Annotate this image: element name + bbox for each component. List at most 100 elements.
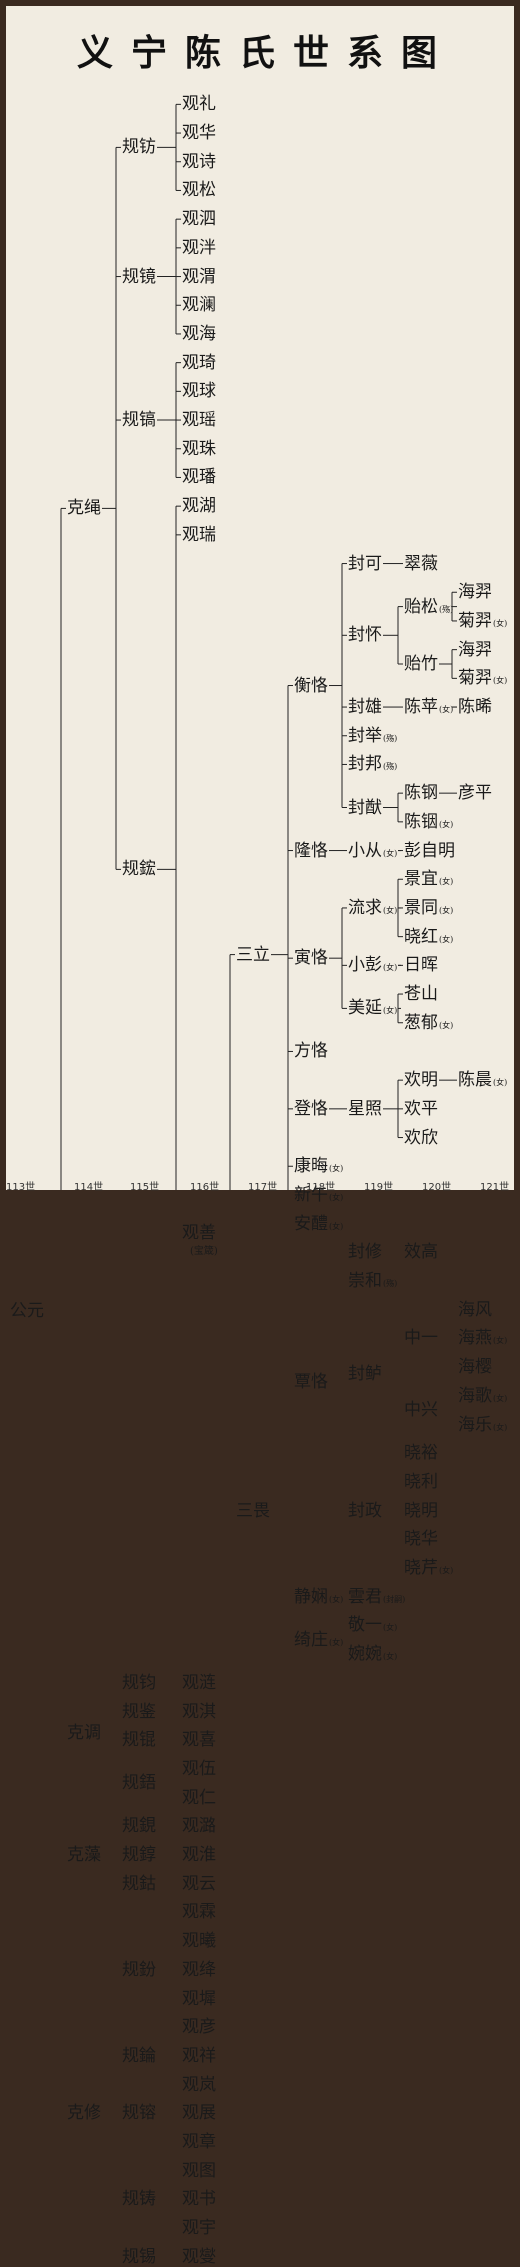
person-name: 登恪 — [294, 1098, 328, 1119]
person-name: 衡恪 — [294, 675, 328, 696]
person-name: 观仁 — [182, 1787, 216, 1808]
person-node: 封修 — [348, 1242, 382, 1262]
person-name: 观霖 — [182, 1902, 216, 1923]
person-name: 晓裕 — [404, 1443, 438, 1464]
person-node: 观珠 — [182, 439, 216, 459]
person-name: 规鈷 — [122, 1873, 156, 1894]
person-name: 雲君 — [348, 1586, 382, 1607]
generation-label: 121世 — [480, 1182, 510, 1193]
person-name: 观淇 — [182, 1701, 216, 1722]
person-node: 观泗 — [182, 209, 216, 229]
person-tag: (女) — [493, 618, 508, 628]
person-node: 封鲈 — [348, 1364, 382, 1384]
person-name: 克调 — [67, 1723, 101, 1744]
person-node: 陈晨(女) — [458, 1070, 507, 1093]
person-name: 海羿 — [458, 582, 492, 603]
person-node: 观霖 — [182, 1902, 216, 1922]
person-name: 封修 — [348, 1242, 382, 1263]
person-tag: (殇) — [383, 1279, 398, 1289]
person-name: 观展 — [182, 2103, 216, 2124]
person-node: 观宇 — [182, 2218, 216, 2238]
person-node: 欢欣 — [404, 1128, 438, 1148]
person-node: 规镐 — [122, 410, 156, 430]
person-node: 崇和(殇) — [348, 1271, 397, 1294]
person-name: 观祥 — [182, 2045, 216, 2066]
person-name: 晓利 — [404, 1471, 438, 1492]
person-name: 观诗 — [182, 151, 216, 172]
person-name: 三畏 — [236, 1500, 270, 1521]
person-node: 海羿 — [458, 640, 492, 660]
person-node: 星照 — [348, 1099, 382, 1119]
paper-background: 义宁陈氏世系图 公元克绳规钫观礼观华观诗观松规镜观泗观泮观渭观澜观海规镐观琦观球… — [6, 6, 514, 2267]
person-name: 中兴 — [404, 1400, 438, 1421]
person-name: 克修 — [67, 2103, 101, 2124]
person-tag: (女) — [493, 1336, 508, 1346]
person-tag: (女) — [439, 1566, 454, 1576]
person-node: 观琦 — [182, 353, 216, 373]
person-node: 陈苹(女) — [404, 697, 453, 720]
person-name: 观瑞 — [182, 524, 216, 545]
person-name: 晓芹 — [404, 1558, 438, 1579]
person-tag: (女) — [493, 676, 508, 686]
person-name: 封怀 — [348, 625, 382, 646]
person-node: 封雄 — [348, 697, 382, 717]
person-node: 寅恪 — [294, 948, 328, 968]
person-node: 观绛 — [182, 1960, 216, 1980]
person-node: 规鈷 — [122, 1874, 156, 1894]
person-tag: (女) — [329, 1637, 344, 1647]
person-node: 观书 — [182, 2189, 216, 2209]
person-node: 晓华 — [404, 1529, 438, 1549]
person-name: 小从 — [348, 840, 382, 861]
person-name: 寅恪 — [294, 948, 328, 969]
person-name: 贻松 — [404, 596, 438, 617]
person-node: 观澜 — [182, 295, 216, 315]
person-name: 葱郁 — [404, 1012, 438, 1033]
person-name: 菊羿 — [458, 610, 492, 631]
person-node: 彭自明 — [404, 841, 455, 861]
person-node: 封邦(殇) — [348, 754, 397, 777]
person-name: 规鋙 — [122, 1773, 156, 1794]
person-name: 规镐 — [122, 410, 156, 431]
person-name: 观湖 — [182, 496, 216, 517]
person-tag: (女) — [439, 819, 454, 829]
person-node: 晓芹(女) — [404, 1558, 453, 1581]
person-name: 观琦 — [182, 352, 216, 373]
person-tag: (女) — [383, 1006, 398, 1016]
person-name: 观岚 — [182, 2074, 216, 2095]
person-node: 翠薇 — [404, 554, 438, 574]
person-node: 规錀 — [122, 2046, 156, 2066]
person-name: 观墀 — [182, 1988, 216, 2009]
person-name: 日晖 — [404, 955, 438, 976]
person-node: 观云 — [182, 1874, 216, 1894]
person-node: 观湖 — [182, 496, 216, 516]
person-tag: (殇) — [383, 733, 398, 743]
person-name: 贻竹 — [404, 654, 438, 674]
person-name: 观璠 — [182, 467, 216, 488]
person-node: 菊羿(女) — [458, 611, 507, 634]
person-node: 观渭 — [182, 267, 216, 287]
person-name: 规钫 — [122, 137, 156, 158]
person-node: 观诗 — [182, 152, 216, 172]
person-node: 欢明 — [404, 1070, 438, 1090]
person-node: 克绳 — [67, 498, 101, 518]
person-name: 规铸 — [122, 2189, 156, 2210]
person-name: 规錞 — [122, 1845, 156, 1866]
person-name: 规鉴 — [122, 1701, 156, 1722]
person-node: 克调 — [67, 1723, 101, 1743]
person-node: 三畏 — [236, 1501, 270, 1521]
person-name: 规鋧 — [122, 1816, 156, 1837]
person-node: 静娴(女) — [294, 1587, 343, 1610]
person-name: 观书 — [182, 2189, 216, 2210]
person-node: 观瑞 — [182, 525, 216, 545]
generation-label: 120世 — [422, 1182, 452, 1193]
person-name: 观瑶 — [182, 410, 216, 431]
person-node: 观礼 — [182, 94, 216, 114]
person-node: 海樱 — [458, 1357, 492, 1377]
person-name: 崇和 — [348, 1271, 382, 1292]
person-name: 海风 — [458, 1299, 492, 1320]
person-node: 规鋐 — [122, 859, 156, 879]
person-node: 日晖 — [404, 955, 438, 975]
person-node: 中兴 — [404, 1400, 438, 1420]
person-tag: (女) — [383, 1623, 398, 1633]
person-name: 隆恪 — [294, 840, 328, 861]
